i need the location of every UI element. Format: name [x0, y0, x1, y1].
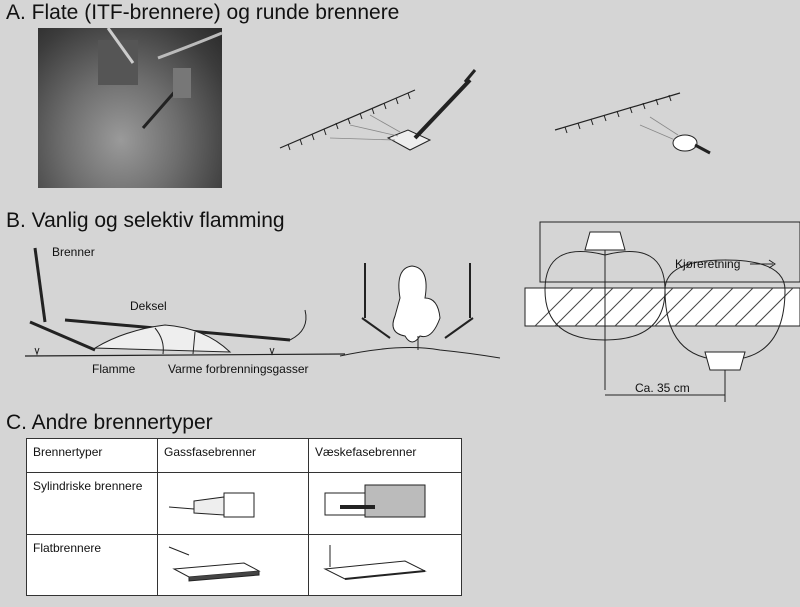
photo-overlay — [98, 27, 223, 129]
cylindrical-gas-burner-cell — [157, 472, 309, 535]
row-label-cylindrical: Sylindriske brennere — [26, 472, 158, 535]
flat-liquid-burner-cell — [308, 533, 462, 597]
label-distance: Ca. 35 cm — [635, 381, 690, 395]
table-row: Flatbrennere — [26, 533, 462, 597]
label-kjoreretning: Kjøreretning — [675, 257, 741, 271]
selective-flaming-diagram — [339, 263, 501, 359]
burner-types-table: Brennertyper Gassfasebrenner Væskefasebr… — [26, 437, 462, 597]
row-burner-diagram — [524, 221, 800, 402]
label-brenner: Brenner — [52, 245, 95, 259]
table-header: Væskefasebrenner — [308, 437, 462, 474]
label-flamme: Flamme — [92, 362, 136, 376]
table-row: Sylindriske brennere — [26, 472, 462, 535]
table-header-row: Brennertyper Gassfasebrenner Væskefasebr… — [26, 437, 462, 474]
flat-liquid-burner-icon — [323, 544, 427, 580]
table-header: Brennertyper — [26, 437, 158, 474]
normal-flaming-diagram — [24, 247, 346, 357]
cylindrical-liquid-burner-cell — [308, 472, 462, 535]
cylindrical-gas-burner-icon — [168, 492, 255, 518]
section-b-title: B. Vanlig og selektiv flamming — [6, 209, 285, 232]
label-deksel: Deksel — [130, 299, 167, 313]
round-burner-sketch — [554, 92, 711, 155]
section-a-title: A. Flate (ITF-brennere) og runde brenner… — [6, 1, 400, 24]
flat-gas-burner-cell — [157, 533, 309, 597]
flat-gas-burner-icon — [168, 546, 261, 582]
row-label-flat: Flatbrennere — [26, 533, 158, 597]
table-header: Gassfasebrenner — [157, 437, 309, 474]
flat-burner-sketch — [279, 69, 477, 151]
cylindrical-liquid-burner-icon — [324, 484, 426, 518]
section-c-title: C. Andre brennertyper — [6, 411, 213, 434]
label-varme: Varme forbrenningsgasser — [168, 362, 309, 376]
